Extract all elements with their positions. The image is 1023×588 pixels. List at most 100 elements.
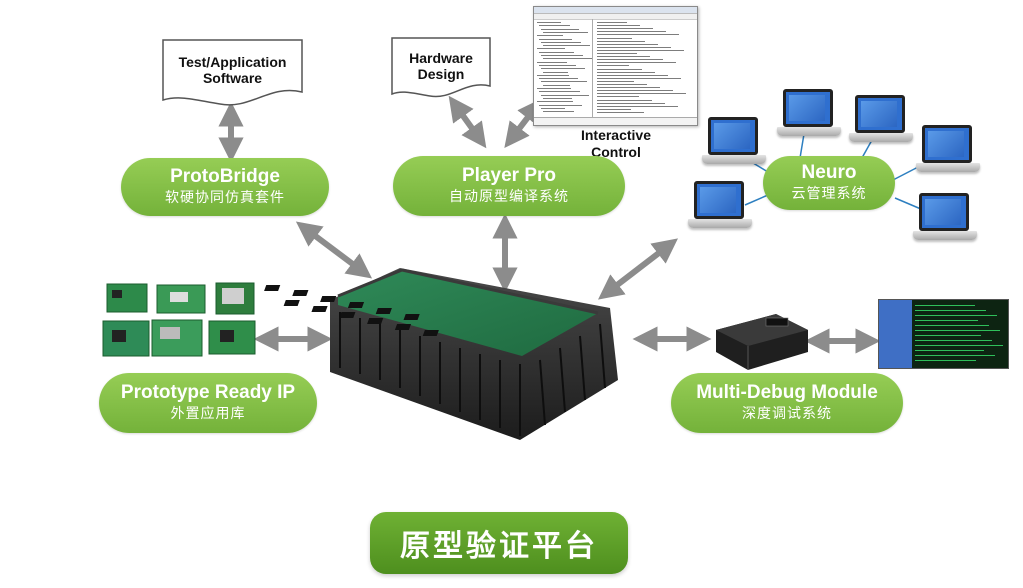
window-tree-line — [543, 45, 590, 47]
arrow-hardware-playerpro — [448, 95, 487, 149]
window-log-line — [597, 80, 634, 82]
multi-debug-subtitle: 深度调试系统 — [742, 406, 832, 422]
prototype-ready-ip-title: Prototype Ready IP — [120, 382, 296, 403]
player-pro-title: Player Pro — [462, 165, 556, 186]
debug-monitor-screen — [878, 299, 1009, 369]
monitor-waveform — [915, 310, 986, 311]
window-log-line — [597, 84, 647, 85]
window-log-line — [597, 77, 681, 79]
protobridge-title: ProtoBridge — [170, 166, 280, 187]
window-tree-line — [537, 101, 573, 103]
window-log-line — [597, 49, 684, 51]
player-pro-node[interactable]: Player Pro 自动原型编译系统 — [393, 156, 625, 216]
window-log-line — [597, 74, 668, 76]
window-log-line — [597, 31, 666, 33]
laptop-icon — [688, 181, 752, 237]
monitor-sidebar — [879, 300, 912, 368]
window-log-line — [597, 56, 650, 58]
protobridge-subtitle: 软硬协同仿真套件 — [165, 190, 285, 206]
window-tree-line — [541, 55, 583, 56]
monitor-waveform — [915, 340, 992, 341]
prototype-ready-ip-node[interactable]: Prototype Ready IP 外置应用库 — [99, 373, 317, 433]
window-log-line — [597, 93, 686, 95]
arrow-window-playerpro — [504, 98, 543, 148]
test-app-label: Test/Application Software — [178, 54, 287, 86]
window-tree-line — [537, 35, 563, 37]
monitor-waveform — [915, 335, 981, 336]
interactive-control-caption: Interactive Control — [580, 127, 652, 160]
arrow-protobridge-board — [295, 221, 373, 279]
window-tree-line — [543, 97, 572, 99]
window-log-line — [597, 22, 627, 23]
window-tree-line — [537, 74, 569, 76]
arrow-neuro-board — [598, 238, 678, 300]
window-log-line — [597, 111, 644, 113]
window-log-line — [597, 87, 660, 89]
monitor-waveform — [915, 320, 978, 321]
window-log-line — [597, 62, 676, 64]
protobridge-node[interactable]: ProtoBridge 软硬协同仿真套件 — [121, 158, 329, 216]
window-log-line — [597, 46, 671, 48]
neuro-subtitle: 云管理系统 — [791, 186, 867, 202]
window-log-line — [597, 68, 642, 70]
window-log-line — [597, 59, 663, 61]
window-tree-line — [541, 41, 581, 43]
prototype-platform — [264, 268, 618, 440]
window-tree-line — [537, 88, 571, 89]
window-log-line — [597, 37, 632, 39]
monitor-waveform — [915, 360, 976, 361]
window-log-line — [597, 43, 658, 45]
window-tree-line — [541, 107, 565, 109]
platform-title-badge: 原型验证平台 — [370, 512, 628, 574]
window-log-line — [597, 71, 655, 73]
window-log-line — [597, 99, 652, 101]
test-app-document — [162, 39, 303, 106]
monitor-waveform — [915, 345, 1003, 346]
window-tree-line — [539, 91, 580, 93]
window-tree-line — [537, 22, 561, 23]
window-tree-line — [537, 48, 565, 50]
window-log-line — [597, 65, 629, 67]
window-tree-line — [543, 111, 574, 113]
monitor-waveform — [915, 305, 975, 306]
hardware-label: Hardware Design — [409, 50, 473, 82]
monitor-waveform — [915, 355, 995, 356]
window-log-line — [597, 40, 645, 42]
monitor-waveform — [915, 350, 984, 351]
window-tree-line — [543, 31, 588, 33]
window-tree-line — [539, 78, 578, 80]
window-tree-line — [541, 94, 589, 96]
window-log-line — [597, 96, 639, 98]
prototype-ready-ip-subtitle: 外置应用库 — [170, 406, 246, 422]
window-tree-line — [539, 104, 582, 106]
window-log-line — [597, 90, 673, 92]
window-tree-line — [541, 81, 587, 83]
window-tree-line — [539, 64, 576, 66]
window-tree-line — [543, 84, 570, 86]
interactive-control-window — [533, 6, 698, 126]
window-tree-line — [543, 71, 568, 73]
document-shapes — [162, 37, 491, 106]
laptop-icon — [849, 95, 913, 151]
ip-boards — [102, 282, 256, 357]
window-log-line — [597, 105, 678, 107]
hardware-document — [391, 37, 491, 98]
monitor-waveform — [915, 330, 1000, 331]
monitor-waveform — [915, 315, 997, 316]
window-log-line — [597, 108, 631, 110]
window-log-line — [597, 34, 679, 36]
multi-debug-node[interactable]: Multi-Debug Module 深度调试系统 — [671, 373, 903, 433]
window-tree-line — [539, 25, 570, 27]
window-log-line — [597, 102, 665, 104]
neuro-title: Neuro — [801, 162, 857, 183]
window-tree-line — [541, 68, 585, 70]
window-log-line — [597, 53, 637, 54]
debug-module — [716, 314, 808, 370]
window-tree-line — [541, 28, 579, 30]
neuro-node[interactable]: Neuro 云管理系统 — [763, 156, 895, 210]
laptop-icon — [702, 117, 766, 173]
arrows — [218, 95, 881, 354]
monitor-waveform — [915, 325, 989, 326]
